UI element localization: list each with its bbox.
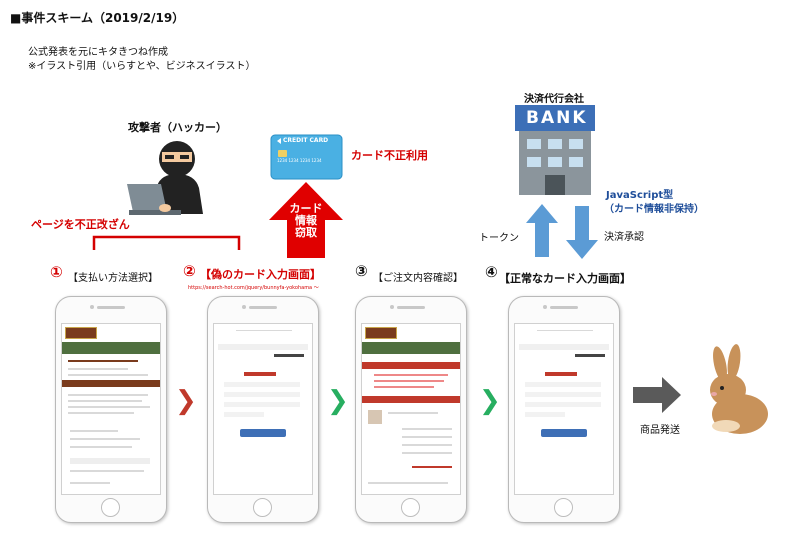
credit-card-text: CREDIT CARD	[283, 137, 329, 144]
approval-label: 決済承認	[604, 232, 644, 243]
bank-building-illustration	[515, 105, 595, 195]
screen-real-card-input	[514, 323, 614, 495]
js-type-sublabel: （カード情報非保持）	[604, 204, 704, 215]
tamper-bracket	[92, 235, 241, 250]
screen-order-confirm	[361, 323, 461, 495]
approval-arrow-down	[566, 206, 598, 259]
theft-arrow	[269, 182, 343, 258]
illustration-note: ※イラスト引用（いらすとや、ビジネスイラスト）	[28, 61, 256, 72]
shipping-arrow	[633, 377, 681, 413]
chevron-right-icon: ❯	[175, 386, 197, 416]
step1-label: 【支払い方法選択】	[68, 273, 158, 284]
token-arrow-up	[526, 204, 558, 257]
source-note: 公式発表を元にキタきつね作成	[28, 47, 168, 58]
rabbit-illustration	[710, 344, 768, 434]
js-type-label: JavaScript型	[606, 190, 674, 201]
step2-url: https://search-hot.com/jquery/bunnyfa-yo…	[188, 285, 319, 291]
card-numbers: 1234 1234 1234 1234	[277, 158, 322, 163]
phone-step1	[55, 296, 167, 523]
chevron-right-icon: ❯	[479, 386, 501, 416]
shipping-label: 商品発送	[640, 425, 680, 436]
token-label: トークン	[479, 233, 519, 244]
credit-card-illustration	[270, 134, 343, 180]
phone-step2	[207, 296, 319, 523]
chevron-right-icon: ❯	[327, 386, 349, 416]
step4-label: 【正常なカード入力画面】	[499, 272, 631, 285]
theft-label-line1: カード	[289, 202, 323, 215]
payment-agent-label: 決済代行会社	[524, 94, 584, 105]
card-fraud-label: カード不正利用	[351, 149, 428, 162]
page-title: ■事件スキーム（2019/2/19）	[10, 11, 185, 25]
step3-number: ③	[355, 262, 368, 280]
screen-fake-card-input	[213, 323, 313, 495]
screen-payment-select	[61, 323, 161, 495]
step2-number: ②	[183, 262, 196, 280]
step4-number: ④	[485, 263, 498, 281]
step1-number: ①	[50, 263, 63, 281]
tamper-label: ページを不正改ざん	[31, 218, 130, 231]
phone-step3	[355, 296, 467, 523]
bank-sign: BANK	[526, 108, 588, 128]
hacker-illustration	[127, 141, 203, 215]
step3-label: 【ご注文内容確認】	[373, 273, 463, 284]
phone-step4	[508, 296, 620, 523]
theft-label-line2: 情報	[295, 214, 317, 227]
theft-arrow-label: カード 情報 窃取	[270, 203, 342, 239]
theft-label-line3: 窃取	[295, 226, 317, 239]
step2-label: 【偽のカード入力画面】	[200, 268, 321, 281]
hacker-label: 攻撃者（ハッカー）	[128, 121, 227, 134]
